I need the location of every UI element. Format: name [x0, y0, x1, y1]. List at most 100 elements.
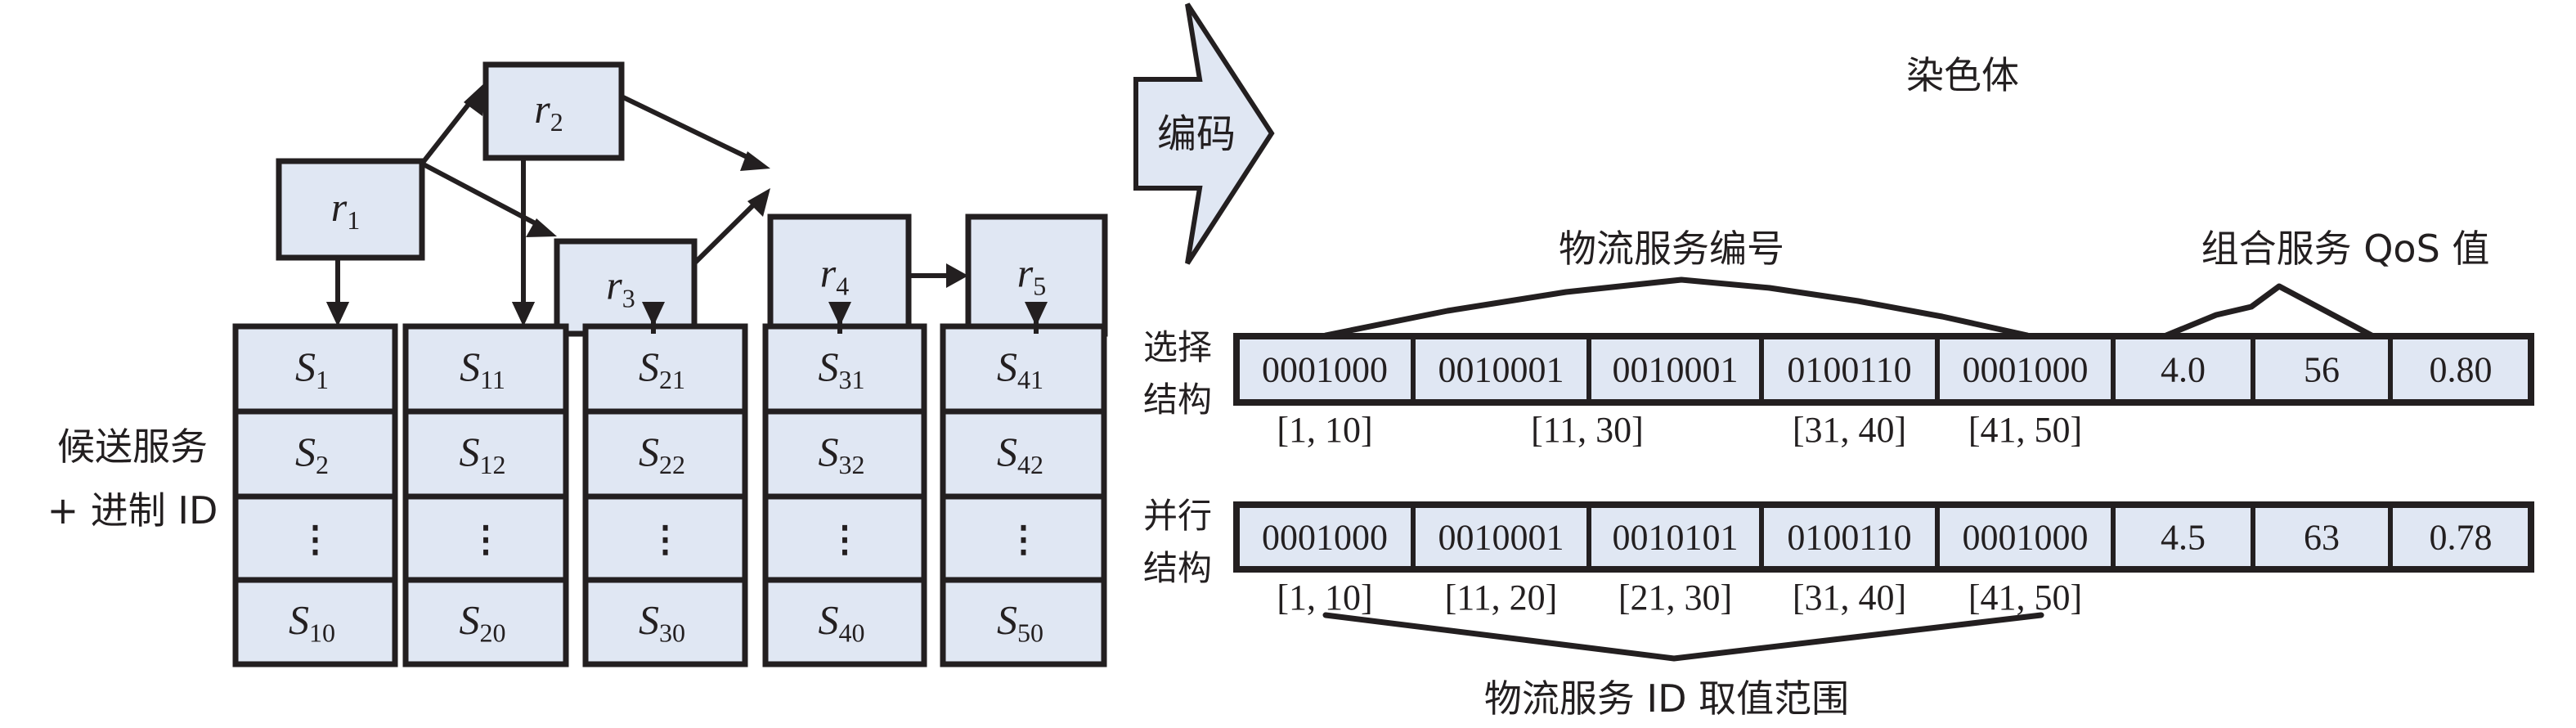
id-range: [31, 40] [1793, 577, 1906, 618]
chromosome-frame [1233, 333, 2534, 406]
service-label-subscript: 1 [316, 365, 329, 394]
service-cell [582, 577, 748, 667]
range-brace [1322, 612, 2044, 662]
qos-brace [2163, 283, 2375, 339]
service-label-subscript: 21 [659, 365, 685, 394]
service-label-base: S [639, 344, 659, 389]
candidate-label-line1: 候送服务 [57, 425, 208, 469]
service-label-base: S [289, 597, 309, 643]
service-label: S21 [639, 344, 685, 394]
ellipsis: ⋮ [827, 519, 863, 559]
service-label: S50 [997, 597, 1043, 648]
service-label: S22 [639, 429, 685, 479]
service-label: S1 [295, 344, 329, 394]
id-range: [11, 20] [1445, 577, 1558, 618]
service-label-subscript: 2 [316, 450, 329, 479]
gene-cell [1411, 502, 1591, 572]
task-label-subscript: 1 [347, 205, 360, 235]
service-cell [762, 323, 927, 415]
service-label: S12 [460, 429, 506, 479]
service-label-base: S [639, 429, 659, 474]
service-label-base: S [639, 597, 659, 643]
service-label-subscript: 41 [1017, 365, 1043, 394]
gene-cell-value: 0010001 [1613, 350, 1739, 390]
service-label-subscript: 22 [659, 450, 685, 479]
service-label-base: S [460, 429, 480, 474]
arrowhead-r2-r4 [740, 151, 770, 171]
edge-r1-r2 [420, 93, 478, 165]
service-label-base: S [819, 597, 839, 643]
service-cell [582, 323, 748, 415]
edge-r2-r4 [620, 94, 759, 164]
service-label-base: S [819, 429, 839, 474]
service-cell [232, 323, 398, 415]
task-label: r3 [606, 263, 635, 313]
gene-cell-value: 0001000 [1262, 350, 1388, 390]
service-label-base: S [997, 344, 1017, 389]
service-cell [940, 577, 1107, 667]
qos-cell [2111, 502, 2255, 572]
service-label-base: S [997, 597, 1017, 643]
task-label: r5 [1017, 250, 1046, 301]
service-label-subscript: 50 [1017, 618, 1043, 648]
task-box [276, 158, 425, 261]
task-box [482, 61, 625, 161]
id-range: [1, 10] [1277, 577, 1372, 618]
qos-cell-value: 0.78 [2430, 518, 2493, 558]
edge-r3-r4 [692, 197, 761, 266]
encode-arrow-shape [1133, 2, 1275, 265]
gene-cell-value: 0001000 [1262, 518, 1388, 558]
service-id-brace [1322, 276, 2031, 339]
qos-cell-value: 4.5 [2161, 518, 2206, 558]
arrowhead-into-column [326, 302, 349, 326]
service-label: S42 [997, 429, 1043, 479]
service-label-subscript: 42 [1017, 450, 1043, 479]
chromosome-frame [1233, 501, 2534, 573]
row-label-line1: 并行 [1143, 496, 1212, 536]
service-label-base: S [997, 429, 1017, 474]
task-label: r4 [820, 250, 849, 301]
arrowhead-r4-r5 [946, 263, 968, 288]
id-range: [41, 50] [1968, 410, 2082, 450]
ellipsis: ⋮ [648, 519, 684, 559]
task-r3: r3 [554, 238, 698, 337]
service-label: S40 [819, 597, 865, 648]
ellipsis: ⋮ [298, 519, 334, 559]
service-label-subscript: 30 [659, 618, 685, 648]
service-label: S32 [819, 429, 865, 479]
service-cell [940, 493, 1107, 583]
service-cell [402, 577, 569, 667]
id-range: [41, 50] [1968, 577, 2082, 618]
task-label-subscript: 4 [836, 272, 849, 301]
service-cell [402, 493, 569, 583]
gene-cell-value: 0100110 [1787, 350, 1911, 390]
id-range: [31, 40] [1793, 410, 1906, 450]
service-cell [762, 577, 927, 667]
id-range: [1, 10] [1277, 410, 1372, 450]
service-label-base: S [295, 344, 316, 389]
service-label-base: S [460, 597, 480, 643]
gene-cell-value: 0001000 [1963, 350, 2089, 390]
service-label-subscript: 10 [309, 618, 335, 648]
gene-cell-value: 0010001 [1438, 518, 1564, 558]
encode-arrow-label: 编码 [1157, 111, 1236, 157]
service-label-subscript: 32 [839, 450, 865, 479]
range-label: 物流服务 ID 取值范围 [1484, 676, 1849, 721]
task-label-subscript: 3 [622, 284, 635, 313]
qos-cell-value: 4.0 [2161, 350, 2206, 390]
service-label: S10 [289, 597, 335, 648]
arrowhead-into-column [512, 302, 535, 326]
service-label: S20 [460, 597, 506, 648]
service-columns: S1S2⋮S10S11S12⋮S20S21S22⋮S30S31S32⋮S40S4… [232, 302, 1107, 667]
service-cell [762, 493, 927, 583]
gene-cell-value: 0010001 [1438, 350, 1564, 390]
